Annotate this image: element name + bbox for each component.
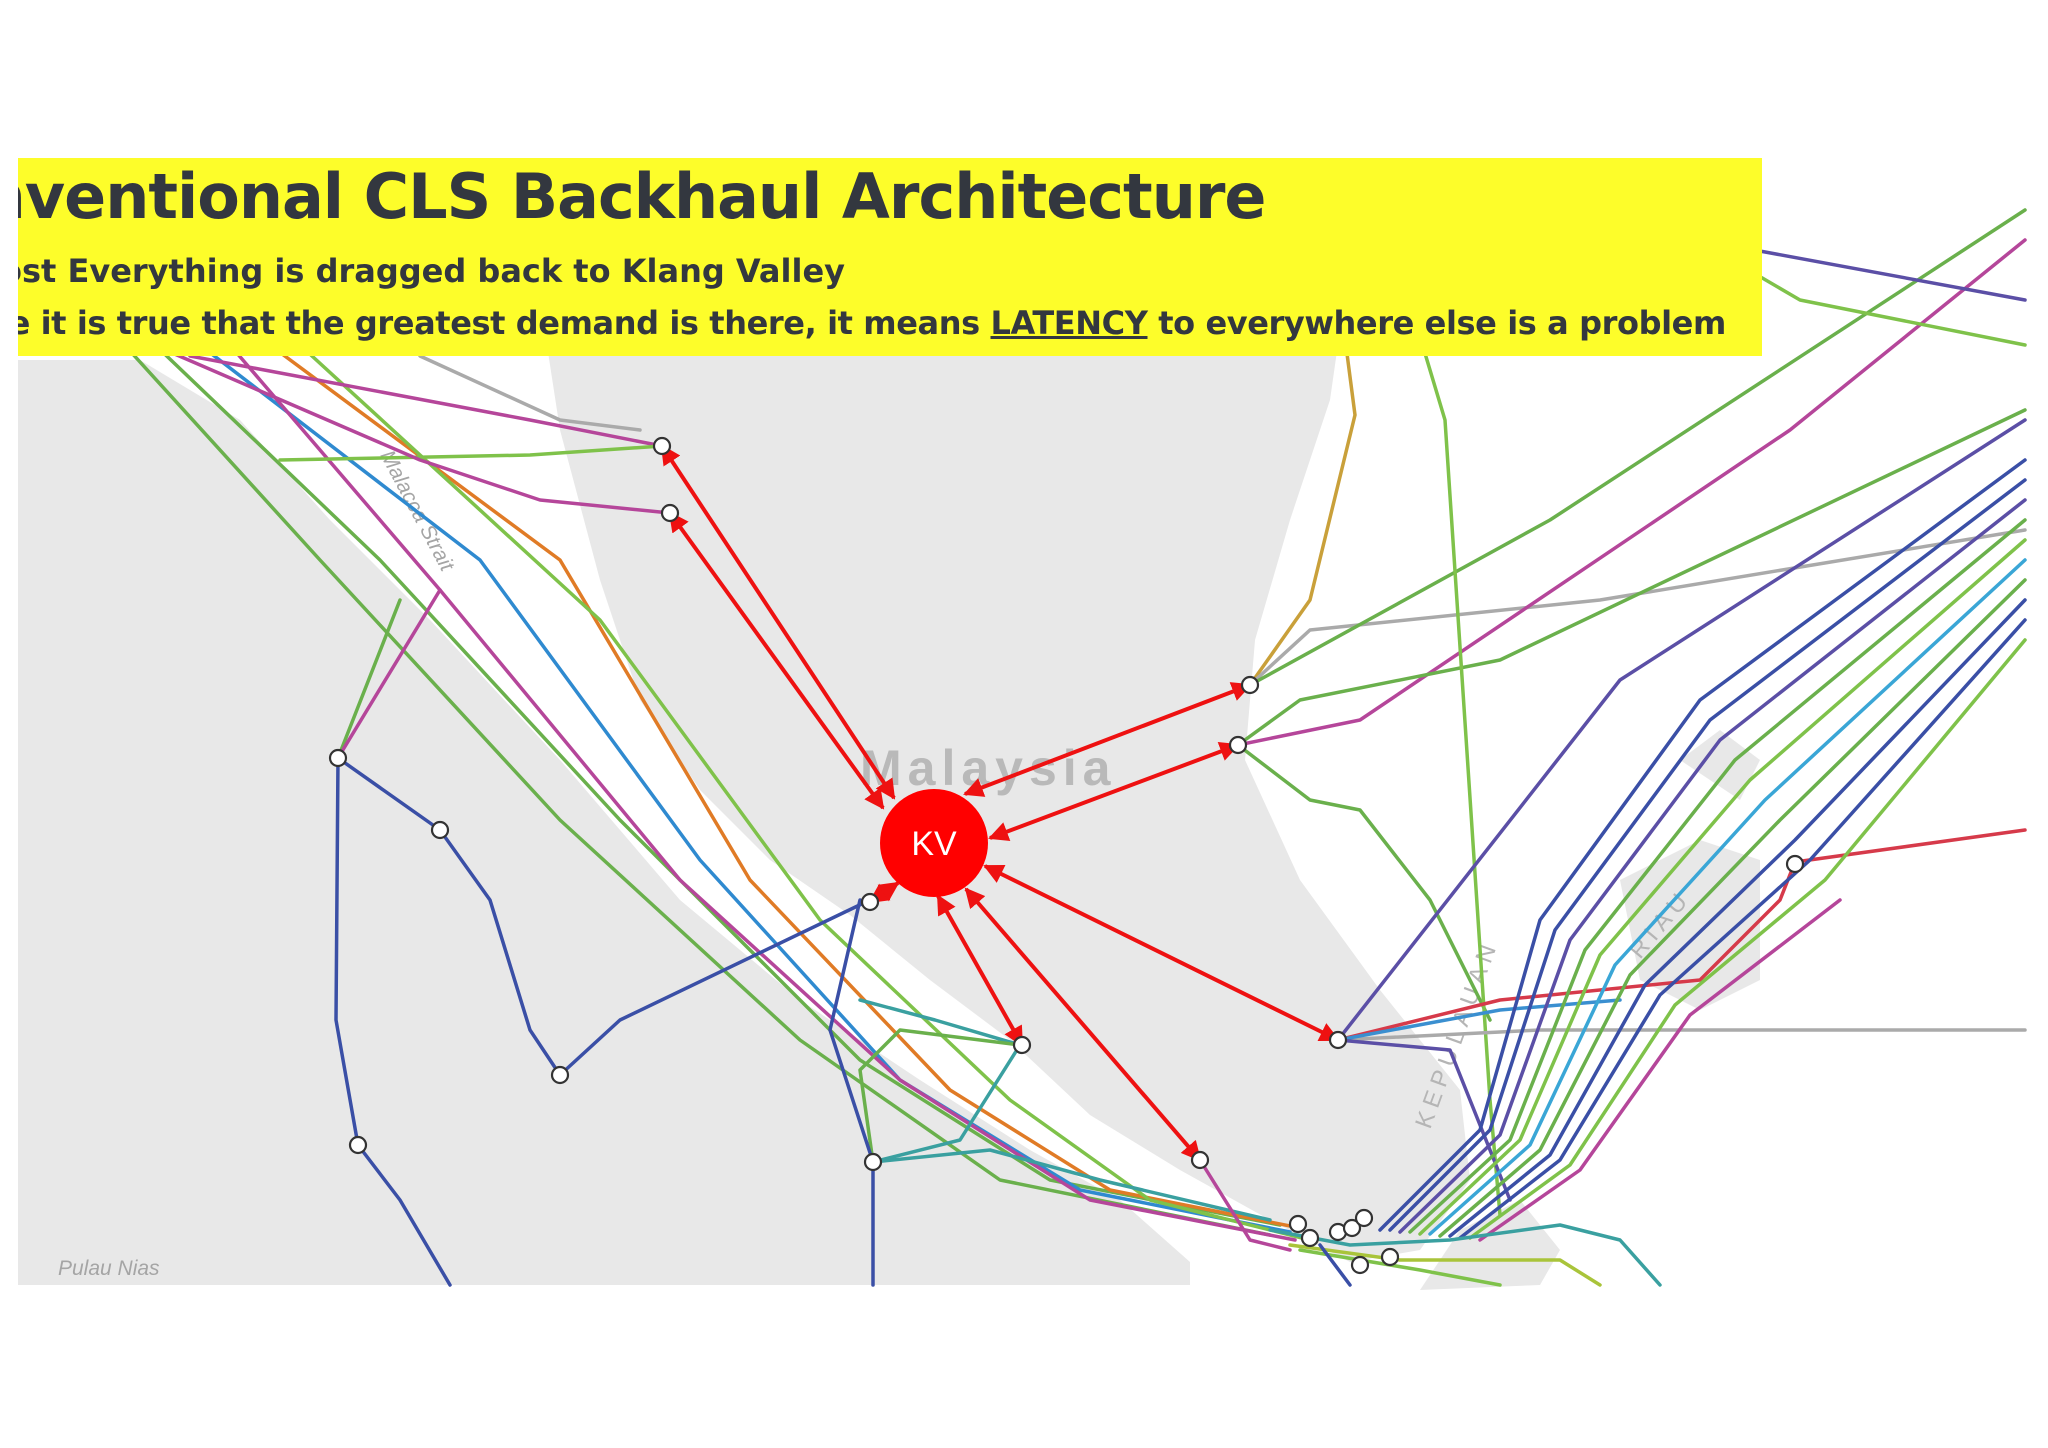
cable-line — [418, 354, 642, 432]
cable-line — [1408, 518, 2027, 1234]
cable-layer — [118, 158, 2027, 1287]
latency-emphasis: LATENCY — [990, 304, 1148, 342]
landing-station-marker — [430, 820, 450, 840]
landing-station-marker — [660, 503, 680, 523]
cable-line — [336, 598, 402, 760]
cable-line — [278, 444, 664, 462]
backhaul-arrow — [983, 864, 1340, 1042]
cable-line — [1248, 528, 2027, 687]
landing-station-marker — [1785, 854, 1805, 874]
title-banner: onventional CLS Backhaul Architecture os… — [18, 158, 1762, 356]
landing-station-marker — [652, 436, 672, 456]
cable-line — [1398, 498, 2027, 1234]
landing-station-marker — [1342, 1218, 1362, 1238]
cable-line — [1236, 408, 2027, 747]
kv-hub-circle — [880, 789, 988, 897]
bullet-line-2: le it is true that the greatest demand i… — [18, 304, 1726, 342]
cable-line — [1428, 558, 2027, 1236]
cable-line — [1468, 638, 2027, 1240]
cable-line — [1198, 1158, 1292, 1252]
cable-line — [228, 343, 1297, 1242]
cable-line — [1336, 828, 2027, 1042]
landing-station-marker — [1300, 1228, 1320, 1248]
kv-hub-label: KV — [911, 825, 957, 863]
landing-station-marker — [1012, 1035, 1032, 1055]
slide-title: onventional CLS Backhaul Architecture — [18, 160, 1266, 233]
island-west — [1100, 480, 1135, 520]
cable-line — [168, 350, 672, 515]
cable-line — [1378, 458, 2027, 1232]
cable-line — [148, 338, 1282, 1227]
landing-station-marker — [1380, 1247, 1400, 1267]
landing-station-marker — [348, 1135, 368, 1155]
cable-line — [268, 343, 1302, 1230]
cable-line — [1336, 1028, 2027, 1042]
cable-line — [1478, 898, 1842, 1242]
cable-line — [871, 1148, 1272, 1222]
island-label: Pulau Nias — [58, 1257, 160, 1280]
cable-line — [1268, 1223, 1662, 1287]
cable-line — [1288, 1243, 1602, 1287]
landing-stations — [328, 436, 1805, 1275]
landing-station-marker — [1288, 1214, 1308, 1234]
cable-line — [1448, 598, 2027, 1238]
landing-station-marker — [1190, 1150, 1210, 1170]
cable-line — [1458, 618, 2027, 1240]
landing-station-marker — [1228, 735, 1248, 755]
landing-station-marker — [550, 1065, 570, 1085]
cable-line — [1318, 1243, 1352, 1287]
backhaul-arrow — [668, 511, 885, 810]
landing-station-marker — [1350, 1255, 1370, 1275]
landing-station-marker — [328, 748, 348, 768]
bullet-line-2-start: le it is true that the greatest demand i… — [18, 304, 991, 342]
cable-line — [188, 354, 664, 448]
cable-line — [828, 898, 875, 1164]
landing-station-marker — [860, 892, 880, 912]
landing-station-marker — [1240, 675, 1260, 695]
cable-line — [1336, 418, 2027, 1042]
cable-line — [298, 343, 1312, 1242]
landing-station-marker — [863, 1152, 883, 1172]
cable-line — [1418, 538, 2027, 1236]
sumatra — [18, 360, 1190, 1285]
cable-line — [118, 338, 1272, 1237]
landing-station-marker — [1328, 1030, 1348, 1050]
cable-line — [1438, 578, 2027, 1238]
country-label: Malaysia — [860, 740, 1116, 796]
cable-line — [1236, 238, 2027, 747]
kv-hub: KV — [880, 789, 988, 897]
cable-line — [336, 588, 442, 760]
cable-line — [1236, 743, 1492, 1022]
cable-line — [198, 343, 1292, 1234]
landing-station-marker — [1354, 1208, 1374, 1228]
cable-line — [1388, 478, 2027, 1232]
bullet-line-2-end: to everywhere else is a problem — [1147, 304, 1726, 342]
backhaul-arrows — [660, 444, 1340, 1162]
cable-line — [1336, 1038, 1512, 1202]
backhaul-arrow — [988, 741, 1240, 842]
bullet-line-1: ost Everything is dragged back to Klang … — [18, 252, 846, 290]
cable-line — [1298, 1248, 1502, 1287]
